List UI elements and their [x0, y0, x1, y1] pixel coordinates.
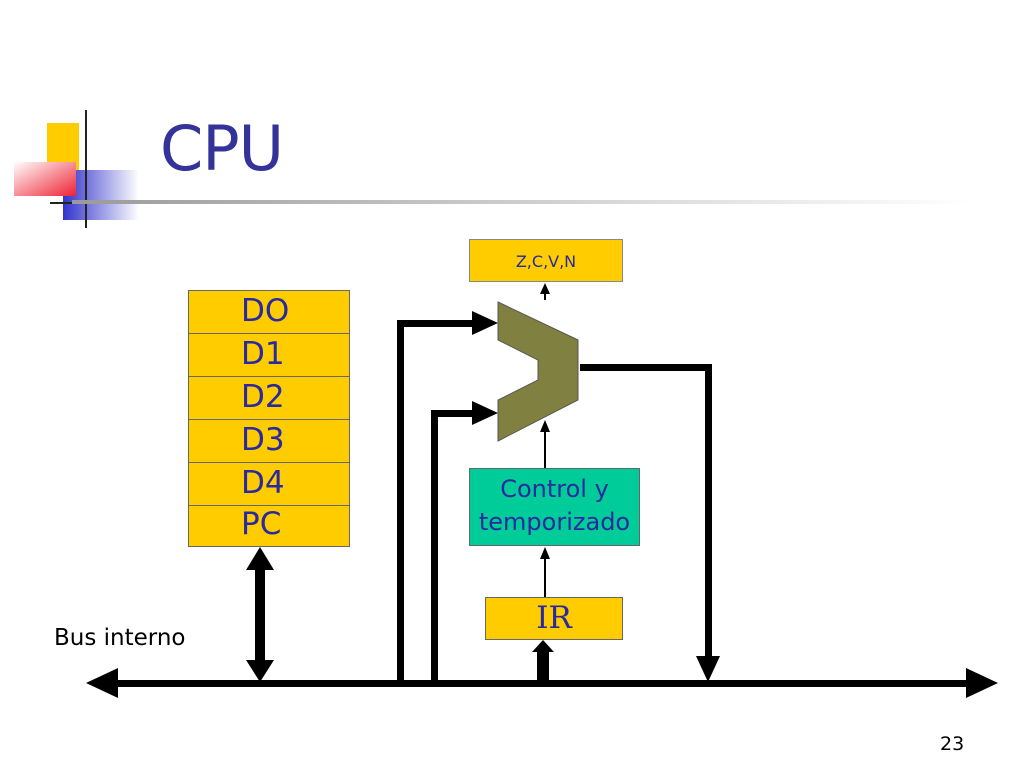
flags-label: Z,C,V,N	[515, 252, 577, 271]
alu-output-to-bus	[580, 364, 720, 682]
register-d2-label: D2	[241, 379, 285, 415]
bus-to-alu-input-b	[431, 401, 498, 683]
register-d3: D3	[188, 419, 350, 463]
register-d2: D2	[188, 376, 350, 420]
slide-title: CPU	[160, 112, 284, 185]
internal-bus-line	[86, 668, 998, 698]
register-d0-label: DO	[241, 293, 290, 329]
control-to-alu-arrow	[540, 420, 550, 468]
register-d1: D1	[188, 333, 350, 377]
control-unit-line2: temporizado	[478, 508, 631, 536]
slide-logo	[14, 110, 139, 228]
bus-to-ir-arrow	[532, 640, 554, 682]
instruction-register: IR	[485, 597, 623, 640]
bus-label: Bus interno	[54, 625, 186, 651]
register-d1-label: D1	[241, 336, 285, 372]
register-pc: PC	[188, 505, 350, 547]
flags-register: Z,C,V,N	[469, 239, 623, 282]
alu-shape	[497, 301, 579, 442]
register-d3-label: D3	[241, 422, 285, 458]
page-number: 23	[940, 733, 965, 755]
bus-to-alu-input-a	[397, 311, 498, 683]
control-unit-line1: Control y	[500, 475, 609, 503]
register-pc-label: PC	[241, 506, 282, 542]
register-bus-arrow	[246, 547, 274, 682]
register-d4-label: D4	[241, 465, 285, 501]
register-d0: DO	[188, 290, 350, 334]
title-rule	[72, 200, 972, 204]
register-d4: D4	[188, 462, 350, 506]
ir-to-control-arrow	[540, 547, 550, 597]
control-unit: Control y temporizado	[469, 468, 640, 546]
alu-to-flags-arrow	[540, 283, 550, 300]
instruction-register-label: IR	[536, 600, 572, 636]
